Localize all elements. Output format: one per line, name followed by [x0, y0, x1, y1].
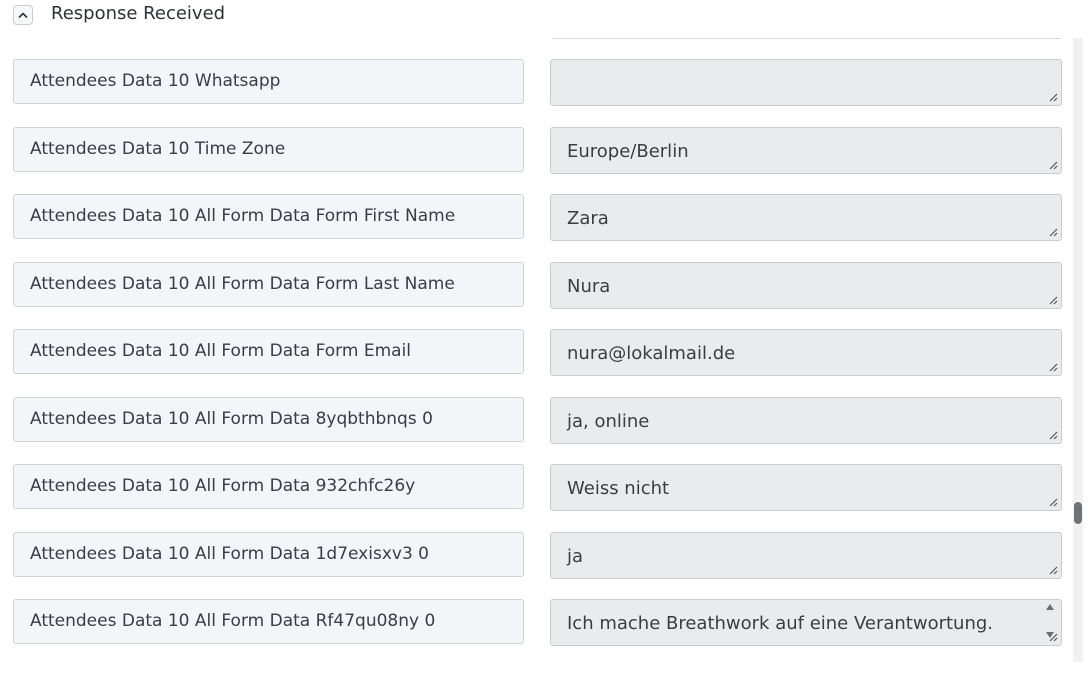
- field-label: Attendees Data 10 Time Zone: [13, 127, 524, 172]
- field-label: Attendees Data 10 Whatsapp: [13, 59, 524, 104]
- field-label: Attendees Data 10 All Form Data 8yqbthbn…: [13, 397, 524, 442]
- field-label: Attendees Data 10 All Form Data Rf47qu08…: [13, 599, 524, 644]
- field-value-text: Nura: [567, 276, 611, 297]
- field-value-text: Zara: [567, 208, 609, 229]
- field-row: Attendees Data 10 Whatsapp: [0, 59, 1070, 107]
- chevron-up-icon: [18, 12, 28, 18]
- resize-grip-icon[interactable]: [1048, 92, 1058, 102]
- field-row: Attendees Data 10 All Form Data Form Ema…: [0, 329, 1070, 377]
- field-row: Attendees Data 10 All Form Data Rf47qu08…: [0, 599, 1070, 647]
- field-label: Attendees Data 10 All Form Data Form Ema…: [13, 329, 524, 374]
- field-value-text: Ich mache Breathwork auf eine Verantwort…: [567, 613, 994, 634]
- resize-grip-icon[interactable]: [1048, 430, 1058, 440]
- resize-grip-icon[interactable]: [1048, 295, 1058, 305]
- field-value-text: ja, online: [567, 411, 650, 432]
- field-value[interactable]: nura@lokalmail.de: [550, 329, 1062, 376]
- field-row: Attendees Data 10 All Form Data 1d7exisx…: [0, 532, 1070, 580]
- arrow-up-icon[interactable]: [1045, 603, 1055, 611]
- resize-grip-icon[interactable]: [1048, 227, 1058, 237]
- field-value-text: Weiss nicht: [567, 478, 670, 499]
- textarea-scroll-arrows[interactable]: [1042, 603, 1058, 639]
- field-value[interactable]: Zara: [550, 194, 1062, 241]
- field-value-text: Europe/Berlin: [567, 141, 689, 162]
- field-row: Attendees Data 10 Time Zone Europe/Berli…: [0, 127, 1070, 175]
- scrollbar-thumb[interactable]: [1074, 502, 1082, 524]
- field-value[interactable]: [550, 59, 1062, 106]
- resize-grip-icon[interactable]: [1048, 362, 1058, 372]
- previous-field-edge: [552, 38, 1060, 39]
- field-label: Attendees Data 10 All Form Data Form Las…: [13, 262, 524, 307]
- field-value-text: nura@lokalmail.de: [567, 343, 736, 364]
- field-value[interactable]: ja, online: [550, 397, 1062, 444]
- field-row: Attendees Data 10 All Form Data 8yqbthbn…: [0, 397, 1070, 445]
- field-row: Attendees Data 10 All Form Data 932chfc2…: [0, 464, 1070, 512]
- page-scrollbar[interactable]: [1073, 38, 1083, 662]
- resize-grip-icon[interactable]: [1048, 497, 1058, 507]
- collapse-button[interactable]: [13, 5, 33, 25]
- field-row: Attendees Data 10 All Form Data Form Las…: [0, 262, 1070, 310]
- field-row: Attendees Data 10 All Form Data Form Fir…: [0, 194, 1070, 242]
- field-value[interactable]: Nura: [550, 262, 1062, 309]
- resize-grip-icon[interactable]: [1048, 160, 1058, 170]
- field-value-textarea[interactable]: Ich mache Breathwork auf eine Verantwort…: [550, 599, 1062, 646]
- section-header: Response Received: [0, 0, 1088, 32]
- field-label: Attendees Data 10 All Form Data 932chfc2…: [13, 464, 524, 509]
- field-label: Attendees Data 10 All Form Data 1d7exisx…: [13, 532, 524, 577]
- field-value[interactable]: Europe/Berlin: [550, 127, 1062, 174]
- field-value-text: ja: [567, 546, 584, 567]
- arrow-down-icon[interactable]: [1045, 631, 1055, 639]
- section-title: Response Received: [51, 3, 226, 24]
- field-value[interactable]: Weiss nicht: [550, 464, 1062, 511]
- field-label: Attendees Data 10 All Form Data Form Fir…: [13, 194, 524, 239]
- resize-grip-icon[interactable]: [1048, 632, 1058, 642]
- field-value[interactable]: ja: [550, 532, 1062, 579]
- resize-grip-icon[interactable]: [1048, 565, 1058, 575]
